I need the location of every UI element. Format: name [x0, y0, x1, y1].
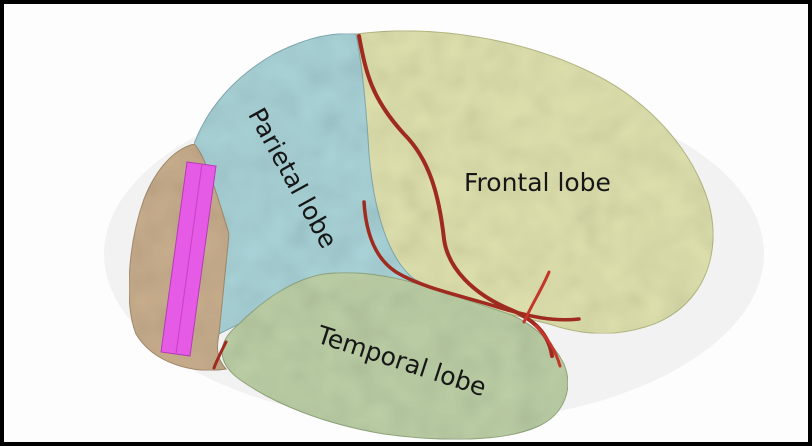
lateral-sulcus-vessel [362, 200, 581, 322]
temporal-lobe-region [221, 272, 569, 440]
frontal-lobe-label: Frontal lobe [464, 168, 611, 197]
occipital-vessel [212, 340, 228, 370]
brain-illustration [104, 30, 764, 440]
pink-marker-bar [160, 161, 217, 357]
vessel-branch [522, 270, 562, 368]
image-frame: Frontal lobe Parietal lobe Temporal lobe [4, 4, 808, 442]
